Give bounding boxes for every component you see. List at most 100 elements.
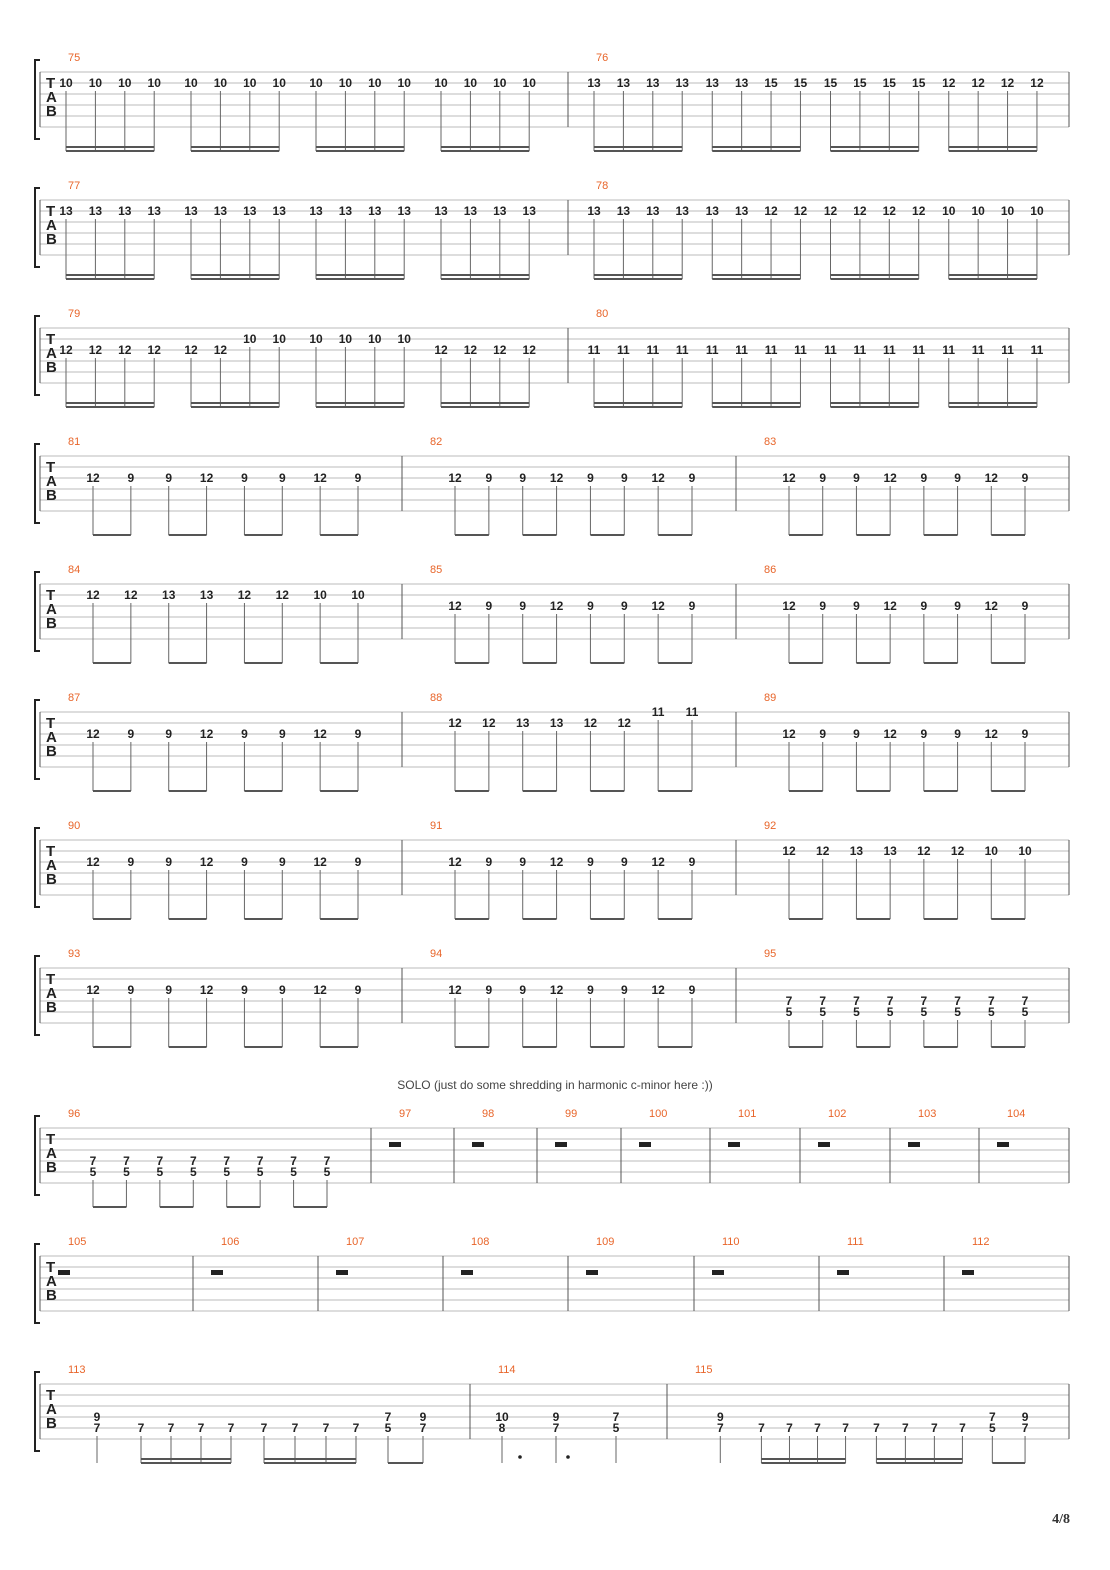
fret-number: 12	[782, 599, 796, 613]
measure-number: 93	[68, 948, 80, 960]
fret-number: 13	[735, 204, 749, 218]
fret-number: 12	[200, 471, 214, 485]
fret-number: 12	[313, 727, 327, 741]
fret-number: 7	[853, 994, 860, 1008]
fret-number: 12	[448, 855, 462, 869]
fret-number: 9	[717, 1410, 724, 1424]
fret-number: 9	[94, 1410, 101, 1424]
measure-number: 113	[68, 1364, 86, 1376]
whole-rest	[962, 1270, 974, 1275]
fret-number: 13	[646, 76, 660, 90]
fret-number: 9	[689, 471, 696, 485]
fret-number: 7	[959, 1421, 966, 1435]
fret-number: 9	[165, 855, 172, 869]
tab-clef-letter: A	[46, 985, 57, 1002]
fret-number: 9	[954, 599, 961, 613]
fret-number: 9	[689, 599, 696, 613]
measure-number: 92	[764, 820, 776, 832]
measure-number: 106	[221, 1236, 239, 1248]
fret-number: 7	[292, 1421, 299, 1435]
fret-number: 12	[86, 588, 100, 602]
tab-clef-letter: B	[46, 1415, 57, 1432]
tab-clef-letter: A	[46, 345, 57, 362]
fret-number: 7	[988, 994, 995, 1008]
whole-rest	[211, 1270, 223, 1275]
fret-number: 11	[686, 705, 699, 719]
fret-number: 7	[198, 1421, 205, 1435]
fret-number: 10	[985, 844, 999, 858]
tab-clef-letter: B	[46, 1287, 57, 1304]
fret-number: 9	[689, 855, 696, 869]
fret-number: 12	[550, 855, 564, 869]
fret-number: 9	[165, 983, 172, 997]
tab-clef-letter: T	[46, 715, 55, 732]
fret-number: 12	[883, 204, 897, 218]
fret-number: 12	[89, 343, 103, 357]
measure-number: 110	[722, 1236, 740, 1248]
fret-number: 9	[587, 599, 594, 613]
measure-number: 81	[68, 436, 80, 448]
tab-clef-letter: T	[46, 843, 55, 860]
system-bracket	[34, 955, 40, 1036]
fret-number: 13	[735, 76, 749, 90]
fret-number: 9	[519, 983, 526, 997]
fret-number: 9	[355, 471, 362, 485]
measure-number: 77	[68, 180, 80, 192]
fret-number: 9	[853, 599, 860, 613]
fret-number: 12	[200, 855, 214, 869]
measure-number: 108	[471, 1236, 489, 1248]
fret-number: 7	[323, 1421, 330, 1435]
measure-number: 109	[596, 1236, 614, 1248]
fret-number: 7	[138, 1421, 145, 1435]
fret-number: 10	[243, 76, 257, 90]
fret-number: 5	[786, 1005, 793, 1019]
fret-number: 7	[420, 1421, 427, 1435]
fret-number: 9	[355, 727, 362, 741]
fret-number: 11	[646, 343, 659, 357]
measure-number: 82	[430, 436, 442, 448]
fret-number: 7	[989, 1410, 996, 1424]
fret-number: 5	[921, 1005, 928, 1019]
fret-number: 10	[118, 76, 132, 90]
whole-rest	[472, 1142, 484, 1147]
fret-number: 9	[279, 983, 286, 997]
fret-number: 5	[385, 1421, 392, 1435]
fret-number: 12	[276, 588, 290, 602]
fret-number: 13	[464, 204, 478, 218]
fret-number: 7	[814, 1421, 821, 1435]
fret-number: 7	[353, 1421, 360, 1435]
fret-number: 10	[495, 1410, 509, 1424]
tab-clef-letter: T	[46, 1259, 55, 1276]
fret-number: 9	[1022, 727, 1029, 741]
fret-number: 9	[420, 1410, 427, 1424]
fret-number: 9	[587, 471, 594, 485]
fret-number: 10	[214, 76, 228, 90]
fret-number: 12	[985, 599, 999, 613]
fret-number: 12	[124, 588, 138, 602]
fret-number: 9	[621, 983, 628, 997]
fret-number: 8	[499, 1421, 506, 1435]
tab-clef-letter: B	[46, 999, 57, 1016]
whole-rest	[997, 1142, 1009, 1147]
fret-number: 12	[951, 844, 965, 858]
fret-number: 7	[921, 994, 928, 1008]
fret-number: 10	[184, 76, 198, 90]
tab-clef-letter: B	[46, 615, 57, 632]
whole-rest	[639, 1142, 651, 1147]
fret-number: 11	[617, 343, 630, 357]
measure-number: 112	[972, 1236, 990, 1248]
fret-number: 10	[942, 204, 956, 218]
fret-number: 7	[954, 994, 961, 1008]
fret-number: 12	[550, 599, 564, 613]
fret-number: 7	[223, 1154, 230, 1168]
fret-number: 13	[587, 76, 601, 90]
tab-clef-letter: B	[46, 1159, 57, 1176]
fret-number: 12	[200, 727, 214, 741]
fret-number: 9	[954, 471, 961, 485]
fret-number: 11	[824, 343, 837, 357]
fret-number: 12	[782, 471, 796, 485]
fret-number: 7	[786, 1421, 793, 1435]
fret-number: 9	[587, 855, 594, 869]
fret-number: 7	[290, 1154, 297, 1168]
tab-clef-letter: T	[46, 331, 55, 348]
